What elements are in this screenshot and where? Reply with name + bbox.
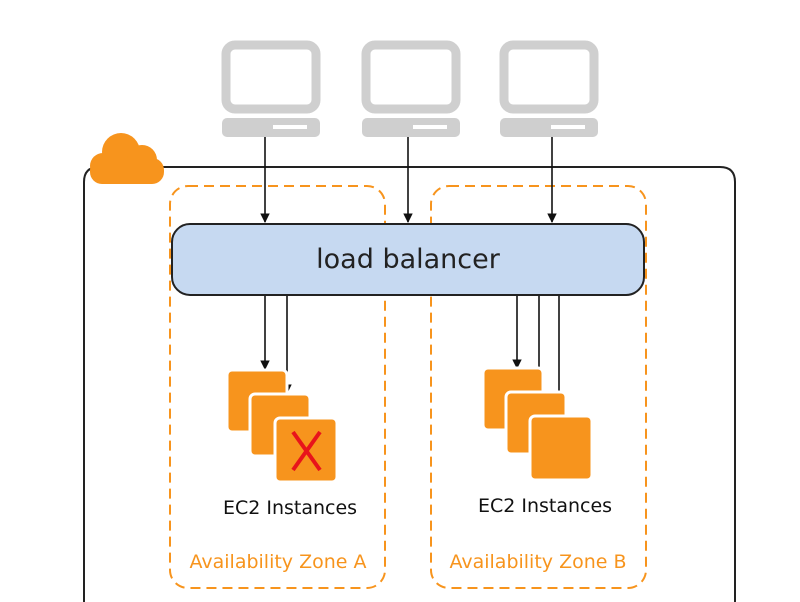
ec2-instances-label-a: EC2 Instances [223, 497, 357, 519]
ec2-instances-label-b: EC2 Instances [478, 495, 612, 517]
load-balancer-label: load balancer [316, 244, 501, 275]
load-balancer: load balancer [171, 223, 645, 296]
cloud-icon [90, 133, 164, 184]
desktop-computer-icon [221, 40, 321, 137]
ec2-instances-zone-a [225, 368, 339, 484]
ec2-instances-zone-b [481, 366, 594, 482]
desktop-computer-icon [499, 40, 599, 137]
x-mark-icon [291, 430, 322, 472]
client-computer-1 [221, 40, 321, 137]
availability-zone-b [430, 185, 647, 589]
availability-zone-b-label: Availability Zone B [449, 551, 626, 573]
availability-zone-a [169, 185, 386, 589]
region-border [83, 166, 736, 602]
client-computer-2 [361, 40, 461, 137]
availability-zone-a-label: Availability Zone A [189, 551, 366, 573]
desktop-computer-icon [361, 40, 461, 137]
ec2-instance [528, 414, 594, 482]
client-computer-3 [499, 40, 599, 137]
